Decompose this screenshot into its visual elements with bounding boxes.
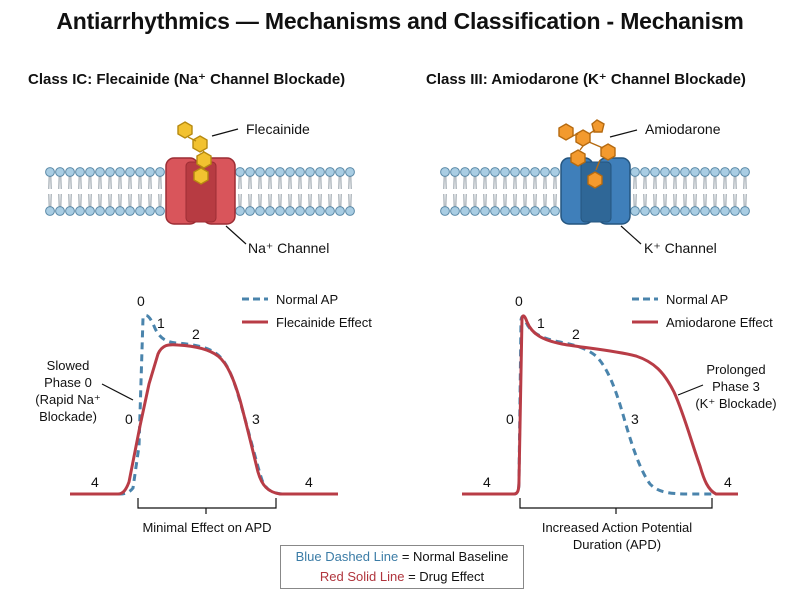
right-note-pointer bbox=[677, 384, 704, 396]
na-channel-label: Na⁺ Channel bbox=[248, 240, 329, 256]
left-normal-ap-line bbox=[70, 313, 338, 496]
right-bracket-label-line-1: Increased Action Potential bbox=[542, 520, 692, 535]
amiodarone-pointer bbox=[609, 129, 638, 138]
legend-red-label: Red Solid Line bbox=[319, 569, 405, 584]
left-phase-3: 3 bbox=[252, 411, 260, 427]
left-legend-normal: Normal AP bbox=[276, 292, 338, 307]
right-phase-0-top: 0 bbox=[515, 293, 523, 309]
legend-blue-label: Blue Dashed Line bbox=[295, 549, 399, 564]
right-phase-2: 2 bbox=[572, 326, 580, 342]
page-title: Antiarrhythmics — Mechanisms and Classif… bbox=[56, 8, 744, 34]
right-phase-3: 3 bbox=[631, 411, 639, 427]
k-channel bbox=[560, 157, 631, 225]
flecainide-label: Flecainide bbox=[246, 121, 310, 137]
right-phase-4-left: 4 bbox=[483, 474, 491, 490]
left-note-pointer bbox=[101, 383, 134, 401]
left-phase-0-mid: 0 bbox=[125, 411, 133, 427]
left-note-line-4: Blockade) bbox=[39, 409, 97, 424]
right-phase-1: 1 bbox=[537, 315, 545, 331]
amiodarone-label: Amiodarone bbox=[645, 121, 721, 137]
left-apd-bracket bbox=[137, 498, 277, 514]
flecainide-pointer bbox=[211, 128, 239, 137]
flecainide-molecule-icon bbox=[177, 121, 212, 185]
right-legend-drug: Amiodarone Effect bbox=[666, 315, 773, 330]
left-phase-0-top: 0 bbox=[137, 293, 145, 309]
right-phase-0-mid: 0 bbox=[506, 411, 514, 427]
na-channel-pointer bbox=[225, 225, 247, 245]
right-panel-title: Class III: Amiodarone (K⁺ Channel Blocka… bbox=[426, 71, 746, 88]
right-bracket-label-line-2: Duration (APD) bbox=[573, 537, 661, 552]
membrane-left bbox=[45, 167, 355, 216]
right-ap-plot: Normal AP Amiodarone Effect 0 1 2 3 0 4 … bbox=[462, 292, 777, 552]
left-ap-plot: Normal AP Flecainide Effect 0 1 2 3 0 4 … bbox=[35, 292, 372, 535]
right-amiodarone-ap-line bbox=[462, 314, 738, 496]
left-note-line-1: Slowed bbox=[47, 358, 90, 373]
right-legend-normal: Normal AP bbox=[666, 292, 728, 307]
left-phase-1: 1 bbox=[157, 315, 165, 331]
left-note-line-3: (Rapid Na⁺ bbox=[35, 392, 100, 407]
membrane-right bbox=[440, 167, 750, 216]
left-bracket-label: Minimal Effect on APD bbox=[142, 520, 271, 535]
right-apd-bracket bbox=[519, 498, 713, 514]
legend-blue-rest: = Normal Baseline bbox=[398, 549, 509, 564]
baseline-legend: Blue Dashed Line = Normal Baseline Red S… bbox=[280, 545, 524, 589]
legend-row-blue: Blue Dashed Line = Normal Baseline bbox=[281, 547, 523, 567]
legend-row-red: Red Solid Line = Drug Effect bbox=[281, 567, 523, 587]
k-channel-pointer bbox=[620, 225, 642, 245]
left-flecainide-ap-line bbox=[70, 343, 338, 496]
left-note-line-2: Phase 0 bbox=[44, 375, 92, 390]
right-note-line-3: (K⁺ Blockade) bbox=[695, 396, 776, 411]
left-phase-2: 2 bbox=[192, 326, 200, 342]
left-phase-4-left: 4 bbox=[91, 474, 99, 490]
k-channel-label: K⁺ Channel bbox=[644, 240, 717, 256]
right-phase-4-right: 4 bbox=[724, 474, 732, 490]
amiodarone-molecule-icon bbox=[558, 119, 616, 189]
left-panel-title: Class IC: Flecainide (Na⁺ Channel Blocka… bbox=[28, 71, 346, 88]
left-legend-drug: Flecainide Effect bbox=[276, 315, 372, 330]
legend-red-rest: = Drug Effect bbox=[404, 569, 485, 584]
right-note-line-2: Phase 3 bbox=[712, 379, 760, 394]
left-phase-4-right: 4 bbox=[305, 474, 313, 490]
right-note-line-1: Prolonged bbox=[706, 362, 765, 377]
